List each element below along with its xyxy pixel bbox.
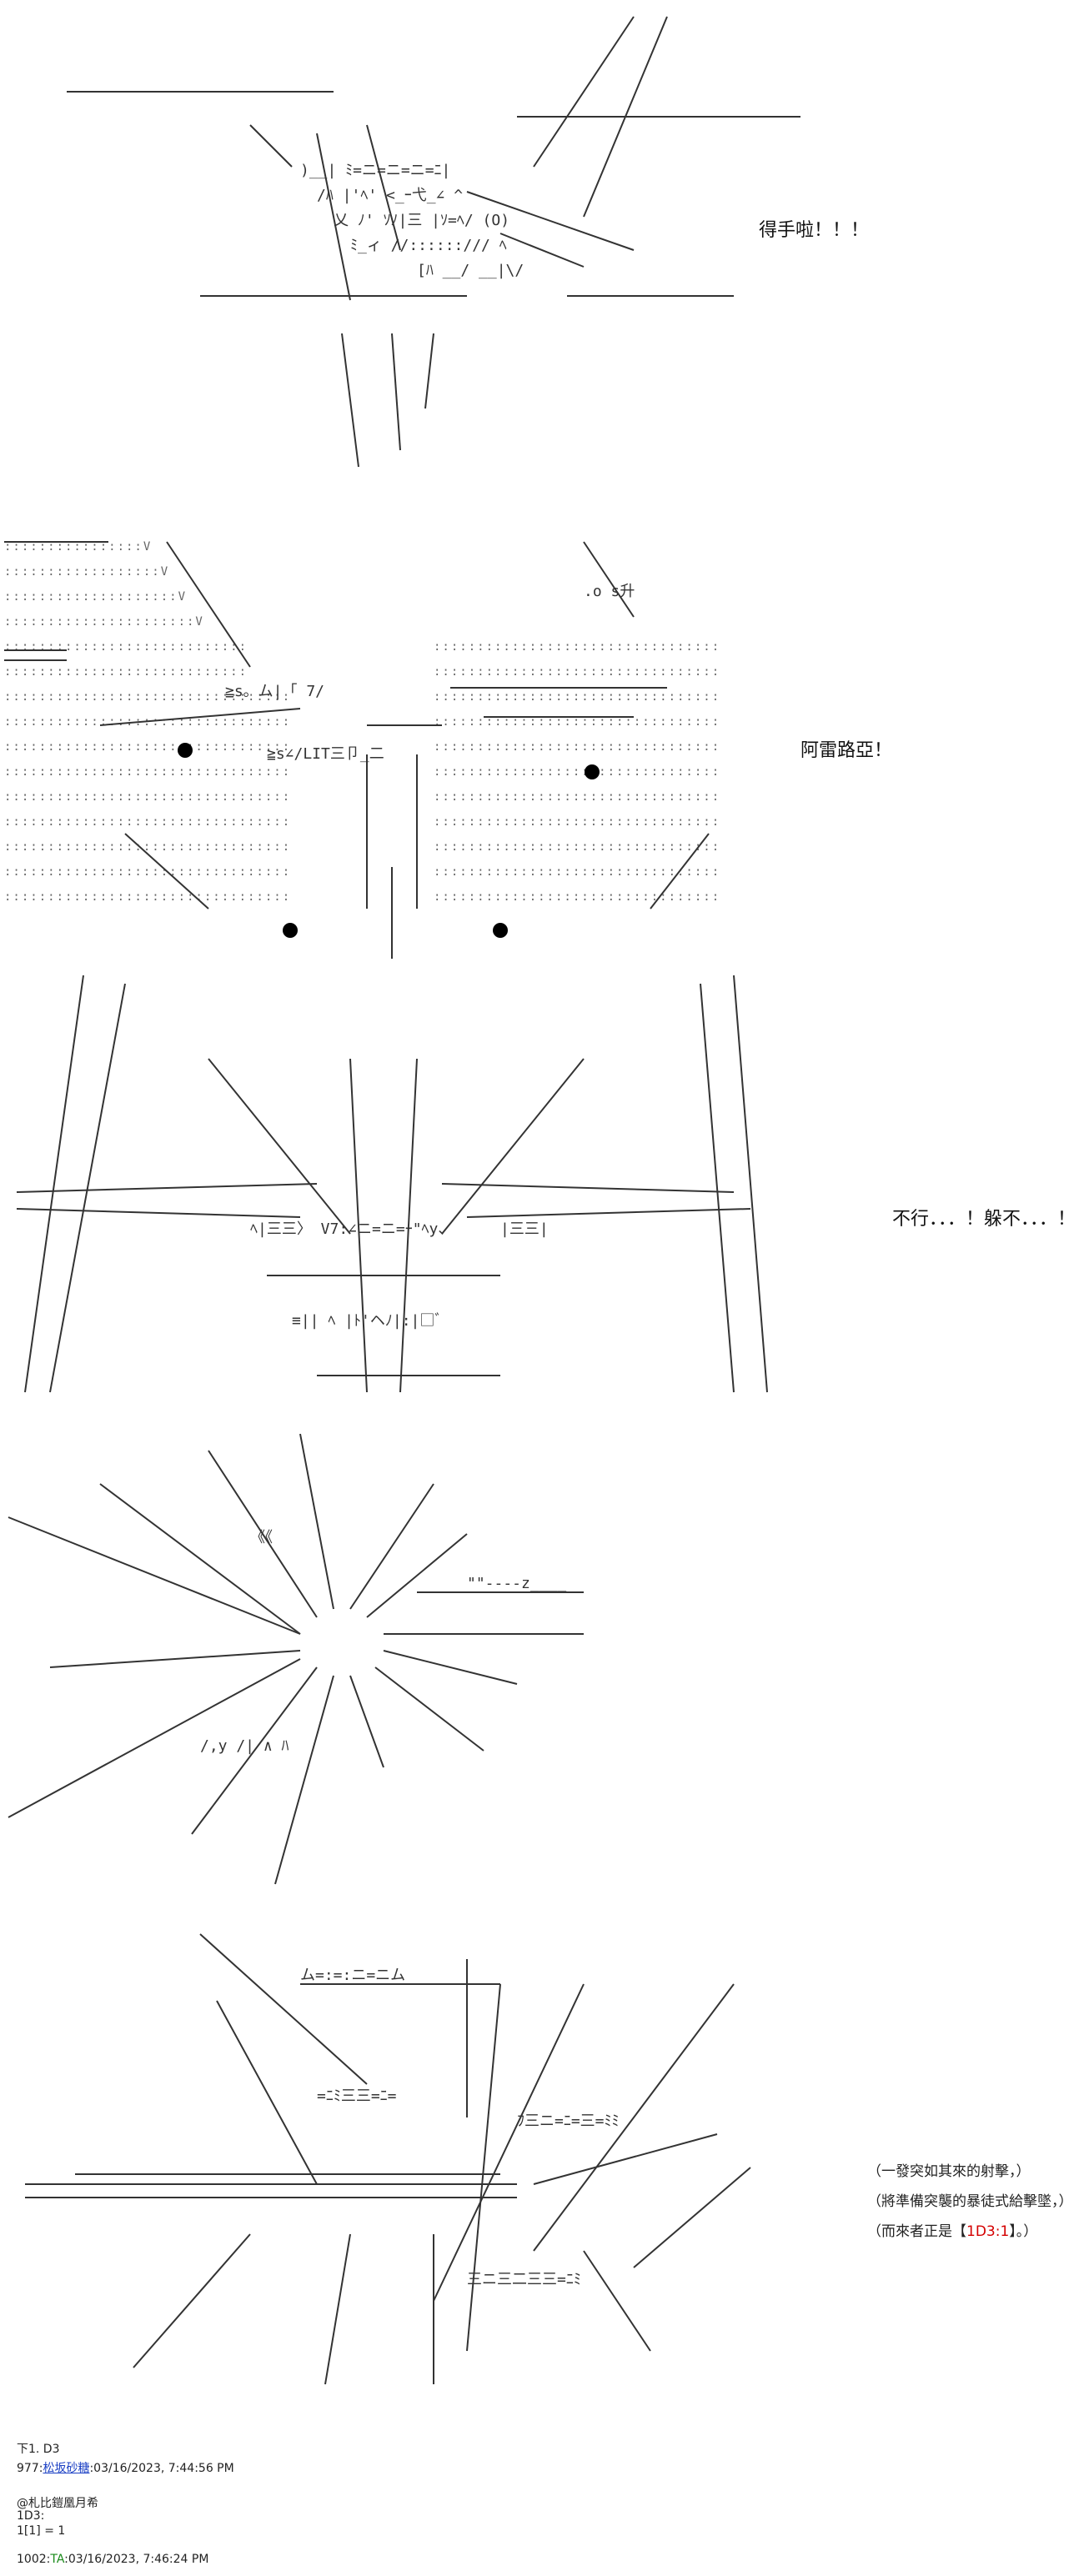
svg-text:::::::::::::::::::::::::::::::: ::::::::::::::::::::::::::::::::: [4,865,291,879]
post-mention: @札比鎧凰月希 [17,2497,98,2510]
svg-text:::::::::::::::::::::::::::::::: ::::::::::::::::::::::::::::::::: [434,815,720,829]
svg-text:::::::::::::::::::::::::::::::: ::::::::::::::::::::::::::::::::: [434,890,720,904]
dice-roll-result: 1D3:1 [966,2223,1010,2240]
svg-text:""----z____: ""----z____ [467,1575,566,1592]
svg-text:≡|| ﾍ |ﾄ'ヘﾉ|:|□ﾞ: ≡|| ﾍ |ﾄ'ヘﾉ|:|□ﾞ [292,1312,442,1330]
svg-text:::::::::::::::::::::::::::::::: ::::::::::::::::::::::::::::::::: [4,690,291,704]
svg-text:::::::::::::::::::::::V: ::::::::::::::::::::::V [4,615,204,629]
panel-2: ::::::::::::::::V ::::::::::::::::::V ::… [0,517,1084,959]
svg-text:≧s∠/LIT三卩_二: ≧s∠/LIT三卩_二 [267,745,384,763]
svg-text:/,y /| ∧ ﾊ: /,y /| ∧ ﾊ [200,1737,289,1755]
svg-text:::::::::::::::::::::::::::::::: ::::::::::::::::::::::::::::::::: [434,715,720,729]
svg-text:ﾐ_ィ //::::::/// ﾍ: ﾐ_ィ //::::::/// ﾍ [350,237,507,254]
post-number: 977: [17,2462,43,2475]
svg-text:::::::::::::::::::::V: ::::::::::::::::::::V [4,590,187,604]
post-header-977: 977:松坂砂糖:03/16/2023, 7:44:56 PM [17,2459,234,2476]
panel-5: ム=:=:ニ=ニム =ﾆﾐ三三=ﾆ= ﾌ三ニ=ﾆ=三=ﾐﾐ 三ニ三二三三=ﾆﾐ … [0,1917,1084,2434]
svg-text:::::::::::::::::::::::::::::::: ::::::::::::::::::::::::::::::::: [434,665,720,679]
svg-text:乂 ﾉ' ｿﾉ|三 |ｿ=ﾍ/ (O): 乂 ﾉ' ｿﾉ|三 |ｿ=ﾍ/ (O) [334,212,509,229]
svg-text:::::::::::::::::::::::::::::::: ::::::::::::::::::::::::::::::::: [434,840,720,854]
panel-1: )__| ﾐ=ニ=ニ=ニ=ﾆ| /ﾊ |'ﾍ' <_ｰ弋_∠ ^ 乂 ﾉ' ｿﾉ… [0,0,1084,517]
svg-text:::::::::::::::::::::::::::::::: ::::::::::::::::::::::::::::::::: [4,890,291,904]
narration-line-1: （一發突如其來的射擊，） [867,2163,1031,2180]
svg-text:::::::::::::::::::::::::::::::: ::::::::::::::::::::::::::::::::: [434,765,720,779]
caption-3: 不行．．．！躲不．．．！ [892,1209,1076,1230]
svg-text:::::::::::::::::::V: ::::::::::::::::::V [4,565,169,579]
svg-text:≧s。ム|「 7/: ≧s。ム|「 7/ [225,683,324,700]
svg-text:ﾌ三ニ=ﾆ=三=ﾐﾐ: ﾌ三ニ=ﾆ=三=ﾐﾐ [517,2112,620,2130]
post-date: :03/16/2023, 7:46:24 PM [64,2553,209,2566]
svg-text:::::::::::::::::::::::::::::::: ::::::::::::::::::::::::::::::::: [4,815,291,829]
narration-line-3: （而來者正是【1D3:1】。） [867,2219,1037,2240]
svg-text:::::::::::::::::::::::::::::::: ::::::::::::::::::::::::::::::::: [434,740,720,754]
post-number: 1002: [17,2553,51,2566]
post-date: :03/16/2023, 7:44:56 PM [89,2462,234,2475]
svg-text:::::::::::::::::::::::::::::::: ::::::::::::::::::::::::::::::::: [434,865,720,879]
post-header-1002: 1002:TA:03/16/2023, 7:46:24 PM [17,2553,208,2566]
panel-4: ""----z____ 《《 /,y /| ∧ ﾊ [0,1417,1084,1917]
ascii-art-mecha-1: )__| ﾐ=ニ=ニ=ニ=ﾆ| /ﾊ |'ﾍ' <_ｰ弋_∠ ^ 乂 ﾉ' ｿﾉ… [67,16,800,468]
narration-line-3-prefix: （而來者正是【 [867,2223,966,2240]
svg-text:《《: 《《 [250,1529,273,1546]
svg-text:::::::::::::::::::::::::::::::: ::::::::::::::::::::::::::::::::: [4,840,291,854]
svg-text:::::::::::::::::::::::::::::::: ::::::::::::::::::::::::::::::::: [434,690,720,704]
dice-result: 1[1] = 1 [17,2524,66,2538]
dice-expression: 1D3: [17,2509,45,2523]
caption-1: 得手啦！！！ [759,220,870,241]
caption-2: 阿雷路亞！ [800,740,893,761]
ascii-art-beam-attack: ム=:=:ニ=ニム =ﾆﾐ三三=ﾆ= ﾌ三ニ=ﾆ=三=ﾐﾐ 三ニ三二三三=ﾆﾐ [25,1933,751,2385]
svg-text:::::::::::::::::::::::::::::: :::::::::::::::::::::::::::: [4,665,248,679]
footer-instruction: 下1. D3 [17,2443,60,2456]
ascii-art-explosion: ""----z____ 《《 /,y /| ∧ ﾊ [8,1433,584,1885]
svg-text:::::::::::::::::::::::::::::::: ::::::::::::::::::::::::::::::::: [434,640,720,654]
ascii-art-mecha-3: ﾍ|三三〉 V7:∠ニ=ニ=ｰ"ﾍy、 |三三| ≡|| ﾍ |ﾄ'ヘﾉ|:|□… [16,975,768,1393]
svg-text:=ﾆﾐ三三=ﾆ=: =ﾆﾐ三三=ﾆ= [317,2087,397,2105]
svg-text:/ﾊ |'ﾍ' <_ｰ弋_∠ ^: /ﾊ |'ﾍ' <_ｰ弋_∠ ^ [317,187,463,204]
svg-text:.o s升: .o s升 [584,583,635,600]
poster-name[interactable]: TA [50,2553,65,2566]
narration-line-3-suffix: 】。） [1009,2223,1038,2240]
svg-text:::::::::::::::::::::::::::::::: ::::::::::::::::::::::::::::::::: [434,790,720,804]
svg-text:::::::::::::::::::::::::::::::: ::::::::::::::::::::::::::::::::: [4,790,291,804]
poster-name-link[interactable]: 松坂砂糖 [43,2462,90,2475]
svg-text:::::::::::::::::::::::::::::::: ::::::::::::::::::::::::::::::::: [4,765,291,779]
narration-line-2: （將準備突襲的暴徒式給擊墜，） [867,2193,1073,2210]
svg-text:ム=:=:ニ=ニム: ム=:=:ニ=ニム [300,1967,405,1984]
svg-text:|三三|: |三三| [500,1220,549,1238]
svg-text:::::::::::::::::::::::::::::::: ::::::::::::::::::::::::::::::::: [4,740,291,754]
svg-text:三ニ三二三三=ﾆﾐ: 三ニ三二三三=ﾆﾐ [467,2271,581,2288]
svg-text:ﾍ|三三〉 V7:∠ニ=ニ=ｰ"ﾍy、: ﾍ|三三〉 V7:∠ニ=ニ=ｰ"ﾍy、 [250,1220,453,1238]
svg-text:::::::::::::::::::::::::::::: :::::::::::::::::::::::::::: [4,640,248,654]
svg-text:[ﾊ __/ __|\/: [ﾊ __/ __|\/ [417,262,524,279]
panel-3: ﾍ|三三〉 V7:∠ニ=ニ=ｰ"ﾍy、 |三三| ≡|| ﾍ |ﾄ'ヘﾉ|:|□… [0,959,1084,1417]
svg-text:::::::::::::::::V: ::::::::::::::::V [4,540,152,554]
svg-text:)__| ﾐ=ニ=ニ=ニ=ﾆ|: )__| ﾐ=ニ=ニ=ニ=ﾆ| [300,162,450,179]
ascii-art-mecha-2: ::::::::::::::::V ::::::::::::::::::V ::… [4,540,720,959]
